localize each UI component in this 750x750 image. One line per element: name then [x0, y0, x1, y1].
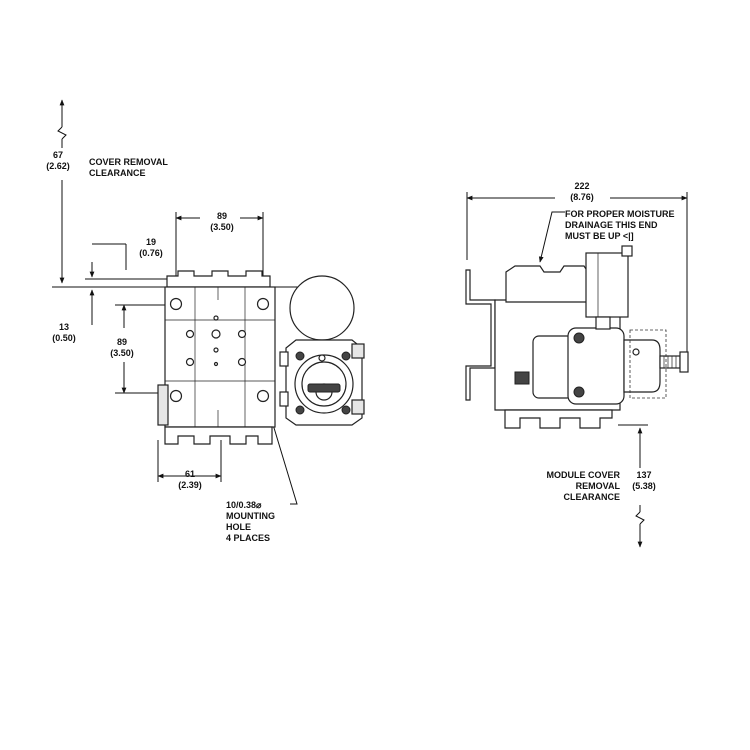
cover-removal-dimension: 67 (2.62): [38, 150, 78, 172]
hole-spacing-h-dimension: 89 (3.50): [210, 211, 234, 232]
module-cover-dimension: 137 (5.38): [632, 470, 656, 491]
module-cover-label: MODULE COVER REMOVAL CLEARANCE: [546, 470, 620, 502]
cover-removal-in: (2.62): [46, 161, 70, 171]
top-offset-dimension: 19 (0.76): [139, 237, 163, 258]
side-dimension-lines: [466, 192, 688, 548]
bottom-width-dimension: 61 (2.39): [178, 469, 202, 490]
overall-width-dimension: 222 (8.76): [570, 181, 594, 202]
drain-direction-icon: <|]: [622, 231, 634, 241]
side-transmitter-body: [465, 245, 689, 429]
cover-removal-mm: 67: [52, 150, 63, 160]
mounting-hole-note: 10/0.38⌀ MOUNTING HOLE 4 PLACES: [226, 500, 275, 543]
hole-spacing-v-dimension: 89 (3.50): [110, 337, 134, 358]
left-offset-dimension: 13 (0.50): [52, 322, 76, 343]
front-process-module: [279, 339, 365, 426]
front-transmitter-body: [157, 270, 355, 445]
moisture-drainage-note: FOR PROPER MOISTURE DRAINAGE THIS END MU…: [565, 209, 675, 241]
cover-removal-label: COVER REMOVAL CLEARANCE: [89, 157, 168, 178]
